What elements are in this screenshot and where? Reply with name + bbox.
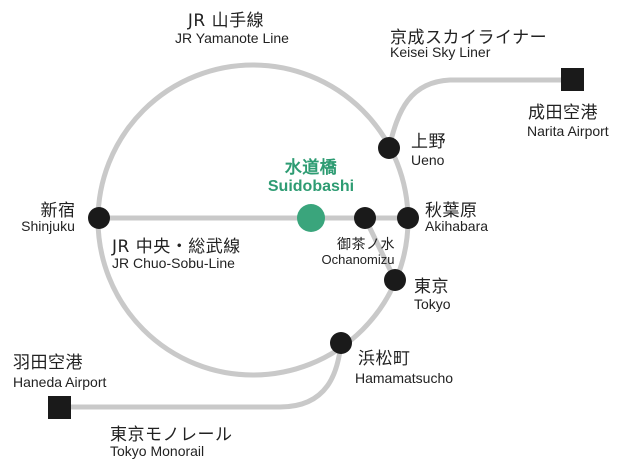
ueno-label-jp: 上野 — [411, 132, 446, 152]
keisei-line — [386, 77, 572, 149]
haneda-label-jp: 羽田空港 — [13, 353, 83, 373]
narita-label-jp: 成田空港 — [528, 103, 598, 123]
yamanote-label-jp: JR 山手線 — [187, 11, 265, 31]
ueno-label-en: Ueno — [411, 152, 445, 168]
haneda-label-en: Haneda Airport — [13, 374, 107, 390]
station-ueno[interactable] — [378, 137, 400, 159]
keisei-label-en: Keisei Sky Liner — [390, 44, 491, 60]
station-tokyo[interactable] — [384, 269, 406, 291]
narita-label-en: Narita Airport — [527, 123, 609, 139]
keisei-label-jp: 京成スカイライナー — [390, 28, 548, 48]
ochanomizu-label-en: Ochanomizu — [321, 252, 395, 267]
monorail-label-en: Tokyo Monorail — [110, 443, 205, 459]
ochanomizu-tokyo-branch — [362, 216, 398, 282]
station-ochanomizu[interactable] — [354, 207, 376, 229]
shinjuku-label-jp: 新宿 — [40, 201, 76, 221]
haneda-airport-marker — [48, 396, 71, 419]
yamanote-label-en: JR Yamanote Line — [175, 30, 289, 46]
station-hamamatsucho[interactable] — [330, 332, 352, 354]
chuo-label-jp: JR 中央・総武線 — [112, 237, 241, 257]
station-shinjuku[interactable] — [88, 207, 110, 229]
suidobashi-label-en: Suidobashi — [267, 178, 355, 195]
hamamatsucho-label-jp: 浜松町 — [358, 349, 411, 369]
station-akihabara[interactable] — [397, 207, 419, 229]
monorail-label-jp: 東京モノレール — [110, 425, 233, 445]
chuo-label-en: JR Chuo-Sobu-Line — [112, 255, 235, 271]
tokyo-label-jp: 東京 — [414, 277, 449, 297]
narita-airport-marker — [561, 68, 584, 91]
suidobashi-label-jp: 水道橋 — [284, 158, 338, 178]
hamamatsucho-label-en: Hamamatsucho — [355, 370, 454, 386]
shinjuku-label-en: Shinjuku — [21, 218, 75, 234]
akihabara-label-jp: 秋葉原 — [425, 201, 478, 221]
ochanomizu-label-jp: 御茶ノ水 — [337, 237, 395, 253]
akihabara-label-en: Akihabara — [425, 218, 489, 234]
tokyo-label-en: Tokyo — [414, 296, 451, 312]
station-suidobashi[interactable] — [297, 204, 325, 232]
